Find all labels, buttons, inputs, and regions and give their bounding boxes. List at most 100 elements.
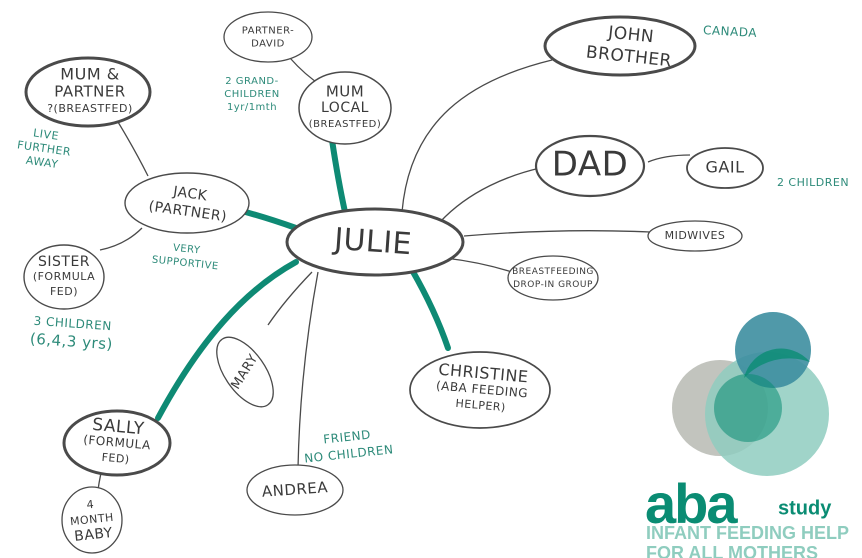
john-brother-node (543, 15, 697, 77)
note-two-children-line: 2 CHILDREN (777, 176, 849, 189)
gail-label: GAIL (706, 158, 745, 177)
strong-link-mum (329, 137, 348, 215)
baby-label-line: 4 (86, 498, 95, 512)
logo-circle-overlap (744, 348, 810, 378)
andrea-node (246, 464, 344, 516)
partner-david-node (223, 11, 313, 63)
aba-study-logo: aba study INFANT FEEDING HELP FOR ALL MO… (645, 312, 849, 558)
note-grandchildren: 2 GRAND- CHILDREN 1yr/1mth (224, 76, 279, 113)
jack-label-line: JACK (171, 184, 208, 205)
sally-label-line: SALLY (91, 415, 145, 439)
note-live-further-line: LIVE (32, 126, 59, 142)
note-two-children: 2 CHILDREN (777, 176, 849, 189)
note-three-children-line: 3 CHILDREN (33, 314, 112, 333)
logo-brand-suffix: study (778, 497, 832, 519)
julie-label: JULIE (331, 222, 413, 262)
link-julie-andrea (297, 271, 319, 469)
logo-brand-line: aba (645, 472, 738, 535)
julie-node (285, 207, 465, 277)
link-julie-mary (267, 271, 313, 326)
note-grandchildren-line: 1yr/1mth (227, 102, 277, 113)
partner-david-label: PARTNER- DAVID (242, 26, 295, 50)
mum-partner-node (24, 56, 152, 128)
sister-label-line: SISTER (38, 254, 90, 270)
partner-david-label-line: DAVID (251, 39, 285, 50)
note-very-supportive-line: SUPPORTIVE (151, 254, 219, 272)
note-live-further-line: AWAY (25, 154, 59, 171)
link-julie-bfgroup (444, 257, 513, 273)
link-julie-dad (439, 167, 541, 223)
mum-local-label-line: LOCAL (321, 100, 369, 116)
logo-brand: aba (645, 472, 738, 535)
breastfeeding-group-label-line: DROP-IN GROUP (513, 280, 593, 290)
andrea-label: ANDREA (261, 478, 329, 501)
sister-label-line: (FORMULA (33, 270, 95, 283)
note-canada: CANADA (703, 23, 758, 40)
sister-label: SISTER(FORMULA FED) (33, 254, 95, 298)
sally-label-line: (FORMULA (83, 433, 152, 453)
dad-node (534, 134, 646, 198)
logo-tagline-2-line: FOR ALL MOTHERS (646, 543, 818, 558)
dad-label: DAD (552, 145, 629, 185)
node-shapes (23, 11, 764, 554)
christine-node (409, 351, 551, 429)
john-brother-label-line: JOHN (606, 23, 655, 48)
note-three-children-line: (6,4,3 yrs) (29, 330, 113, 354)
note-grandchildren-line: 2 GRAND- (225, 76, 278, 87)
note-friend: FRIENDNO CHILDREN (302, 425, 394, 465)
link-julie-midwives (463, 230, 651, 237)
note-three-children: 3 CHILDREN(6,4,3 yrs) (29, 314, 114, 354)
gail-node (686, 147, 764, 189)
link-mumpartner-jack (117, 121, 149, 177)
mum-local-label-line: (BREASTFED) (309, 119, 382, 130)
logo-tagline-1-line: INFANT FEEDING HELP (646, 523, 849, 543)
baby-label-line: BABY (74, 525, 114, 545)
mum-local-label-line: MUM (326, 83, 364, 101)
sally-node (62, 409, 172, 477)
christine-label-line: HELPER) (455, 397, 506, 414)
link-julie-john (401, 59, 553, 213)
mum-partner-label-line: ?(BREASTFED) (47, 102, 133, 115)
logo-tagline-2: FOR ALL MOTHERS (646, 543, 818, 558)
note-grandchildren-line: CHILDREN (224, 89, 279, 100)
midwives-node (647, 220, 743, 252)
sally-label: SALLY(FORMULAFED) (81, 414, 153, 468)
sister-label-line: FED) (50, 285, 78, 298)
mum-partner-label-line: MUM & (60, 65, 119, 84)
link-jack-sister (99, 227, 143, 251)
mary-node (216, 336, 274, 408)
partner-david-label-line: PARTNER- (242, 26, 295, 37)
baby-label: 4MONTHBABY (68, 496, 116, 545)
note-very-supportive-line: VERY (172, 243, 201, 257)
dad-label-line: DAD (552, 145, 629, 185)
mum-local-node (298, 71, 392, 145)
link-dad-gail (647, 154, 691, 163)
note-canada-line: CANADA (703, 23, 758, 40)
baby-label-line: MONTH (69, 511, 114, 529)
note-friend-line: NO CHILDREN (304, 442, 394, 465)
breastfeeding-group-label-line: BREASTFEEDING (512, 267, 594, 277)
strong-connections (155, 137, 451, 421)
note-friend-line: FRIEND (323, 428, 372, 447)
breastfeeding-group-node (507, 255, 599, 301)
midwives-label: MIDWIVES (665, 229, 726, 242)
julie-label-line: JULIE (331, 222, 413, 262)
strong-link-christine (409, 267, 451, 351)
strong-link-sally (155, 259, 299, 421)
logo-circle-dark (714, 374, 782, 442)
note-very-supportive: VERYSUPPORTIVE (151, 241, 220, 273)
logo-tagline-1: INFANT FEEDING HELP (646, 523, 849, 543)
jack-node (124, 172, 250, 234)
logo-brand-suffix-line: study (778, 497, 832, 519)
mum-partner-label: MUM &PARTNER?(BREASTFED) (47, 65, 133, 116)
baby-node (61, 486, 123, 554)
sally-label-line: FED) (101, 451, 130, 466)
gail-label-line: GAIL (706, 158, 745, 177)
sister-node (23, 244, 105, 310)
mum-partner-label-line: PARTNER (54, 83, 125, 101)
note-live-further: LIVEFURTHERAWAY (14, 124, 73, 172)
midwives-label-line: MIDWIVES (665, 229, 726, 242)
